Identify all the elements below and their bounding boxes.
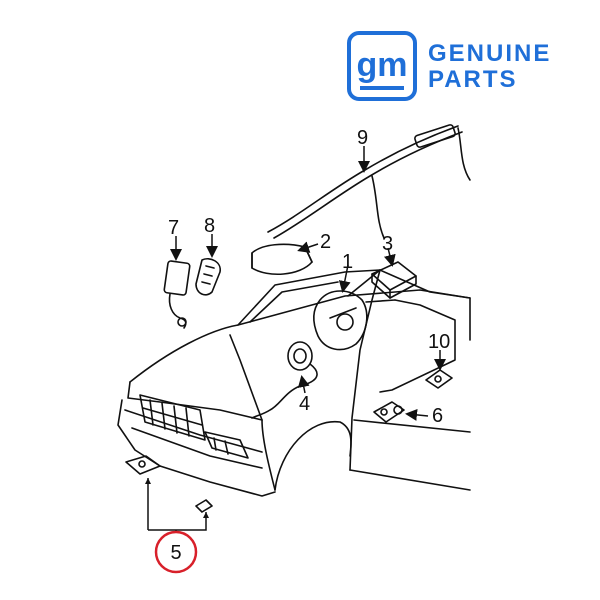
- part-4-clock-spring: [251, 341, 318, 419]
- part-9-curtain-airbag: [267, 124, 471, 239]
- callout-6: 6: [432, 405, 443, 427]
- callout-7: 7: [168, 217, 179, 239]
- part-7-sensor: [163, 260, 191, 329]
- leader-1: [338, 264, 351, 293]
- callout-10: 10: [428, 331, 450, 353]
- part-10-bracket: [425, 369, 453, 389]
- leader-2: [297, 241, 319, 253]
- leader-6: [405, 408, 429, 421]
- part-1-driver-airbag: [312, 290, 368, 351]
- logo-line-genuine: GENUINE: [428, 40, 552, 67]
- leader-3: [383, 247, 396, 267]
- part-6-sensor: [373, 401, 405, 423]
- part-8-sensor: [195, 257, 221, 296]
- gm-logo-mark: gm: [357, 46, 408, 84]
- leader-4: [297, 375, 310, 394]
- callout-1: 1: [342, 251, 353, 273]
- gm-logo: gm: [347, 31, 417, 101]
- callout-5-highlight-ring: [154, 530, 198, 574]
- callout-4: 4: [299, 393, 310, 415]
- callout-3: 3: [382, 233, 393, 255]
- part-5-front-sensor-right: [195, 499, 213, 513]
- logo-line-parts: PARTS: [428, 66, 518, 93]
- callout-8: 8: [204, 215, 215, 237]
- part-5-front-sensor-left: [125, 455, 161, 475]
- truck-outline: [117, 269, 471, 497]
- callout-5: 5: [170, 542, 181, 564]
- callout-9: 9: [357, 127, 368, 149]
- callout-2: 2: [320, 231, 331, 253]
